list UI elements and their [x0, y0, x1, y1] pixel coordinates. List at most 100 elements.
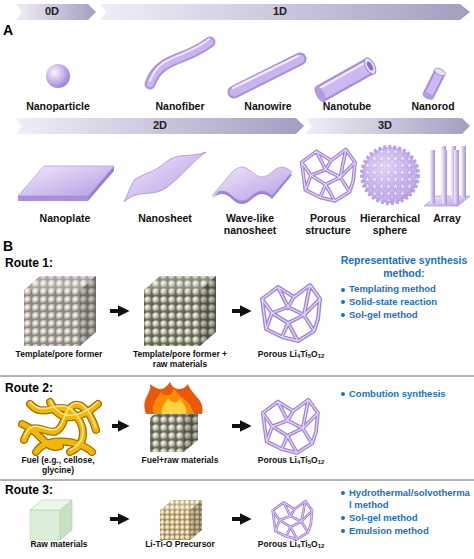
- subscript: 4: [297, 353, 300, 359]
- figure-area: [15, 138, 115, 212]
- method-item: Templating method: [340, 283, 470, 295]
- method-text: Emulsion method: [349, 525, 429, 536]
- synthesis-stage: Fuel (e.g., cellose, glycine): [6, 396, 110, 476]
- panel-letter: B: [3, 238, 19, 256]
- panel-letter: A: [3, 22, 19, 40]
- figure-caption: Hierarchical sphere: [359, 212, 421, 236]
- method-text: Sol-gel method: [349, 309, 418, 320]
- method-item: Combution synthesis: [340, 388, 470, 400]
- method-text: Templating method: [349, 283, 436, 294]
- morphology-item: Nanofiber: [140, 30, 220, 112]
- figure-area: [424, 138, 470, 212]
- bullet-dot: [341, 288, 345, 292]
- nanoplate-figure: [18, 166, 114, 201]
- dimension-label: 0D: [32, 5, 72, 19]
- process-arrow: [110, 309, 126, 313]
- figure-caption: Nanofiber: [140, 100, 220, 112]
- method-item: Sol-gel method: [340, 309, 470, 321]
- process-arrow: [112, 424, 126, 428]
- figure-area: [130, 498, 230, 540]
- template-cube: [24, 276, 96, 346]
- morphology-item: Nanoplate: [15, 138, 115, 224]
- figure-caption: Porous structure: [297, 212, 359, 236]
- synthesis-stage: Template/pore former: [10, 272, 108, 360]
- figure-caption: Template/pore former + raw materials: [130, 350, 230, 370]
- method-text: Hydrothermal/solvothermal method: [349, 487, 470, 510]
- bullet-dot: [341, 516, 345, 520]
- fuel-figure: [22, 400, 98, 452]
- figure-caption: Porous Li4Ti5O12: [252, 456, 330, 466]
- method-text: Combution synthesis: [349, 388, 446, 399]
- bullet-dot: [341, 300, 345, 304]
- nanoparticle-figure: [46, 64, 70, 88]
- hierarchical-sphere-figure: [362, 147, 418, 203]
- synthesis-stage: Fuel+raw materials: [130, 396, 230, 466]
- porous-lto-figure: [262, 285, 320, 341]
- figure-caption: Wave-like nanosheet: [212, 212, 288, 236]
- figure-area: [140, 30, 220, 100]
- figure-caption: Nanosheet: [122, 212, 208, 224]
- morphology-item: Nanotube: [308, 30, 386, 112]
- process-arrow: [232, 309, 248, 313]
- method-item: Hydrothermal/solvothermal method: [340, 487, 470, 511]
- figure-area: [10, 498, 108, 540]
- method-item: Solid-state reaction: [340, 296, 470, 308]
- row-divider: [0, 480, 474, 481]
- method-item: Emulsion method: [340, 525, 470, 537]
- morphology-item: Nanowire: [229, 30, 307, 112]
- subscript: 4: [297, 459, 300, 465]
- morphology-item: Array: [424, 138, 470, 224]
- figure-caption: Fuel+raw materials: [130, 456, 230, 466]
- dimension-label: 1D: [260, 5, 300, 19]
- porous-lto-figure: [273, 501, 312, 539]
- array-figure: [424, 146, 470, 206]
- figure-area: [252, 498, 330, 540]
- figure-area: [14, 30, 102, 100]
- figure-area: [212, 138, 288, 212]
- porous-lto-figure: [263, 400, 318, 453]
- figure-caption: Porous Li4Ti5O12: [252, 540, 330, 550]
- subscript: 4: [297, 543, 300, 549]
- morphology-item: Nanoparticle: [14, 30, 102, 112]
- subscript: 5: [308, 459, 311, 465]
- figure-area: [10, 272, 108, 350]
- bullet-dot: [341, 392, 345, 396]
- synthesis-stage: Li-Ti-O Precursor: [130, 498, 230, 550]
- template-raw-cube: [144, 276, 216, 346]
- burning-cube: [144, 382, 202, 452]
- nanofiber-figure: [150, 39, 210, 84]
- figure-caption: Fuel (e.g., cellose, glycine): [6, 456, 110, 476]
- figure-caption: Nanoplate: [15, 212, 115, 224]
- subscript: 12: [318, 459, 325, 465]
- figure-area: [252, 396, 330, 456]
- figure-area: [130, 272, 230, 350]
- figure-caption: Porous Li4Ti5O12: [252, 350, 330, 360]
- nanotube-figure: [312, 56, 378, 104]
- synthesis-stage: Porous Li4Ti5O12: [252, 272, 330, 360]
- figure-caption: Raw materials: [10, 540, 108, 550]
- route-label: Route 1:: [5, 256, 75, 271]
- synthesis-stage: Template/pore former + raw materials: [130, 272, 230, 370]
- method-text: Sol-gel method: [349, 512, 418, 523]
- bullet-dot: [341, 529, 345, 533]
- subscript: 5: [308, 543, 311, 549]
- figure-caption: Li-Ti-O Precursor: [130, 540, 230, 550]
- figure-area: [394, 30, 472, 100]
- synthesis-stage: Raw materials: [10, 498, 108, 550]
- figure-caption: Nanowire: [229, 100, 307, 112]
- bullet-dot: [341, 491, 345, 495]
- process-arrow: [110, 517, 126, 521]
- dimension-label: 2D: [140, 119, 180, 133]
- figure-area: [359, 138, 421, 212]
- morphology-item: Wave-like nanosheet: [212, 138, 288, 236]
- precursor-cube: [160, 500, 202, 540]
- subscript: 5: [308, 353, 311, 359]
- figure-caption: Nanoparticle: [14, 100, 102, 112]
- bullet-dot: [341, 313, 345, 317]
- figure-area: [229, 30, 307, 100]
- row-divider: [0, 376, 474, 377]
- dimension-label: 3D: [365, 119, 405, 133]
